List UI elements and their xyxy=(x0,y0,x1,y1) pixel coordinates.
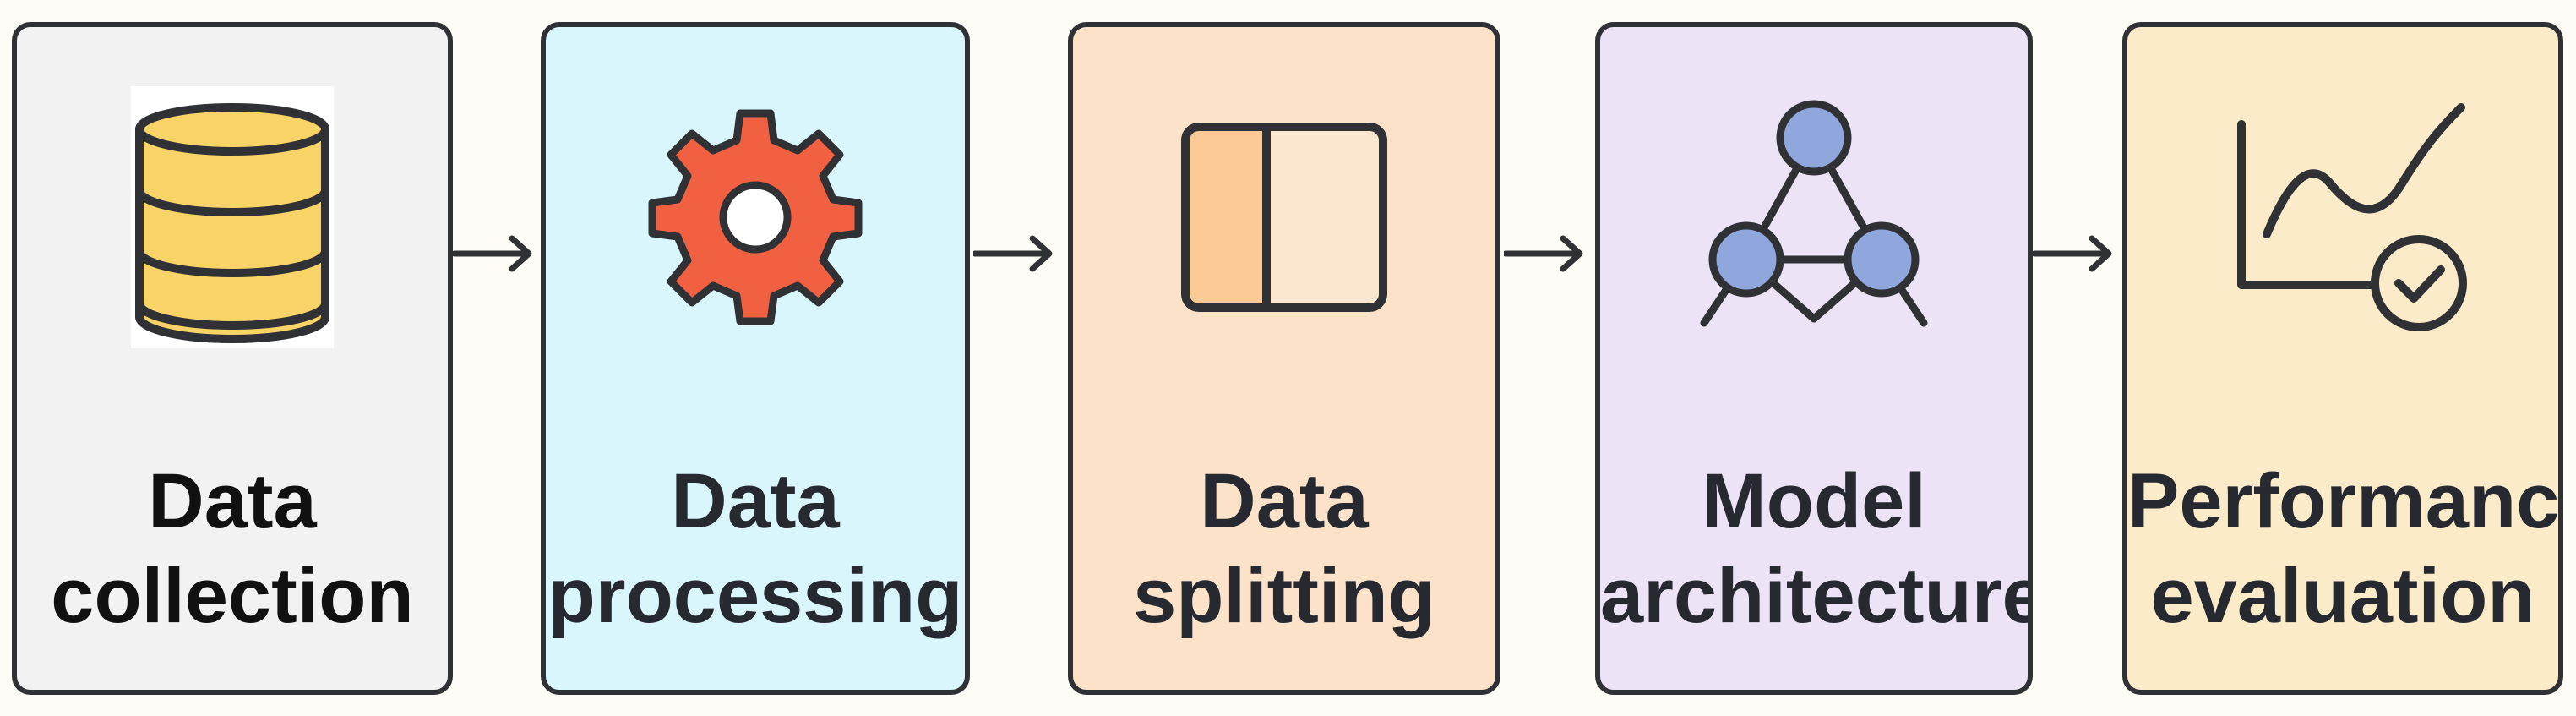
step-label-line2: processing xyxy=(547,553,963,639)
step-label-line1: Data xyxy=(148,458,317,544)
step-card-model-architecture: Model architecture xyxy=(1595,22,2033,695)
step-card-data-collection: Data collection xyxy=(12,22,453,695)
step-label-line2: architecture xyxy=(1600,553,2033,639)
step-label-line2: splitting xyxy=(1133,553,1435,639)
step-label-line2: collection xyxy=(51,553,414,639)
step-label: Data processing xyxy=(546,454,965,643)
flow-arrow-4 xyxy=(2033,235,2112,272)
step-label: Data splitting xyxy=(1073,454,1495,643)
step-card-performance-evaluation: Performance evaluation xyxy=(2122,22,2563,695)
step-label-line1: Data xyxy=(671,458,840,544)
step-label-line1: Data xyxy=(1200,458,1369,544)
network-graph-icon xyxy=(1600,78,2028,357)
step-label-line1: Performance xyxy=(2127,458,2563,544)
gear-icon xyxy=(546,78,965,357)
flow-arrow-3 xyxy=(1504,235,1583,272)
step-label-line2: evaluation xyxy=(2150,553,2535,639)
step-label: Data collection xyxy=(17,454,448,643)
chart-check-icon xyxy=(2127,78,2558,357)
step-label: Performance evaluation xyxy=(2127,454,2558,643)
database-icon xyxy=(17,78,448,357)
step-card-data-processing: Data processing xyxy=(541,22,970,695)
step-card-data-splitting: Data splitting xyxy=(1068,22,1500,695)
flow-arrow-1 xyxy=(453,235,532,272)
flow-arrow-2 xyxy=(973,235,1053,272)
step-label: Model architecture xyxy=(1600,454,2028,643)
step-label-line1: Model xyxy=(1702,458,1926,544)
split-panel-icon xyxy=(1073,78,1495,357)
